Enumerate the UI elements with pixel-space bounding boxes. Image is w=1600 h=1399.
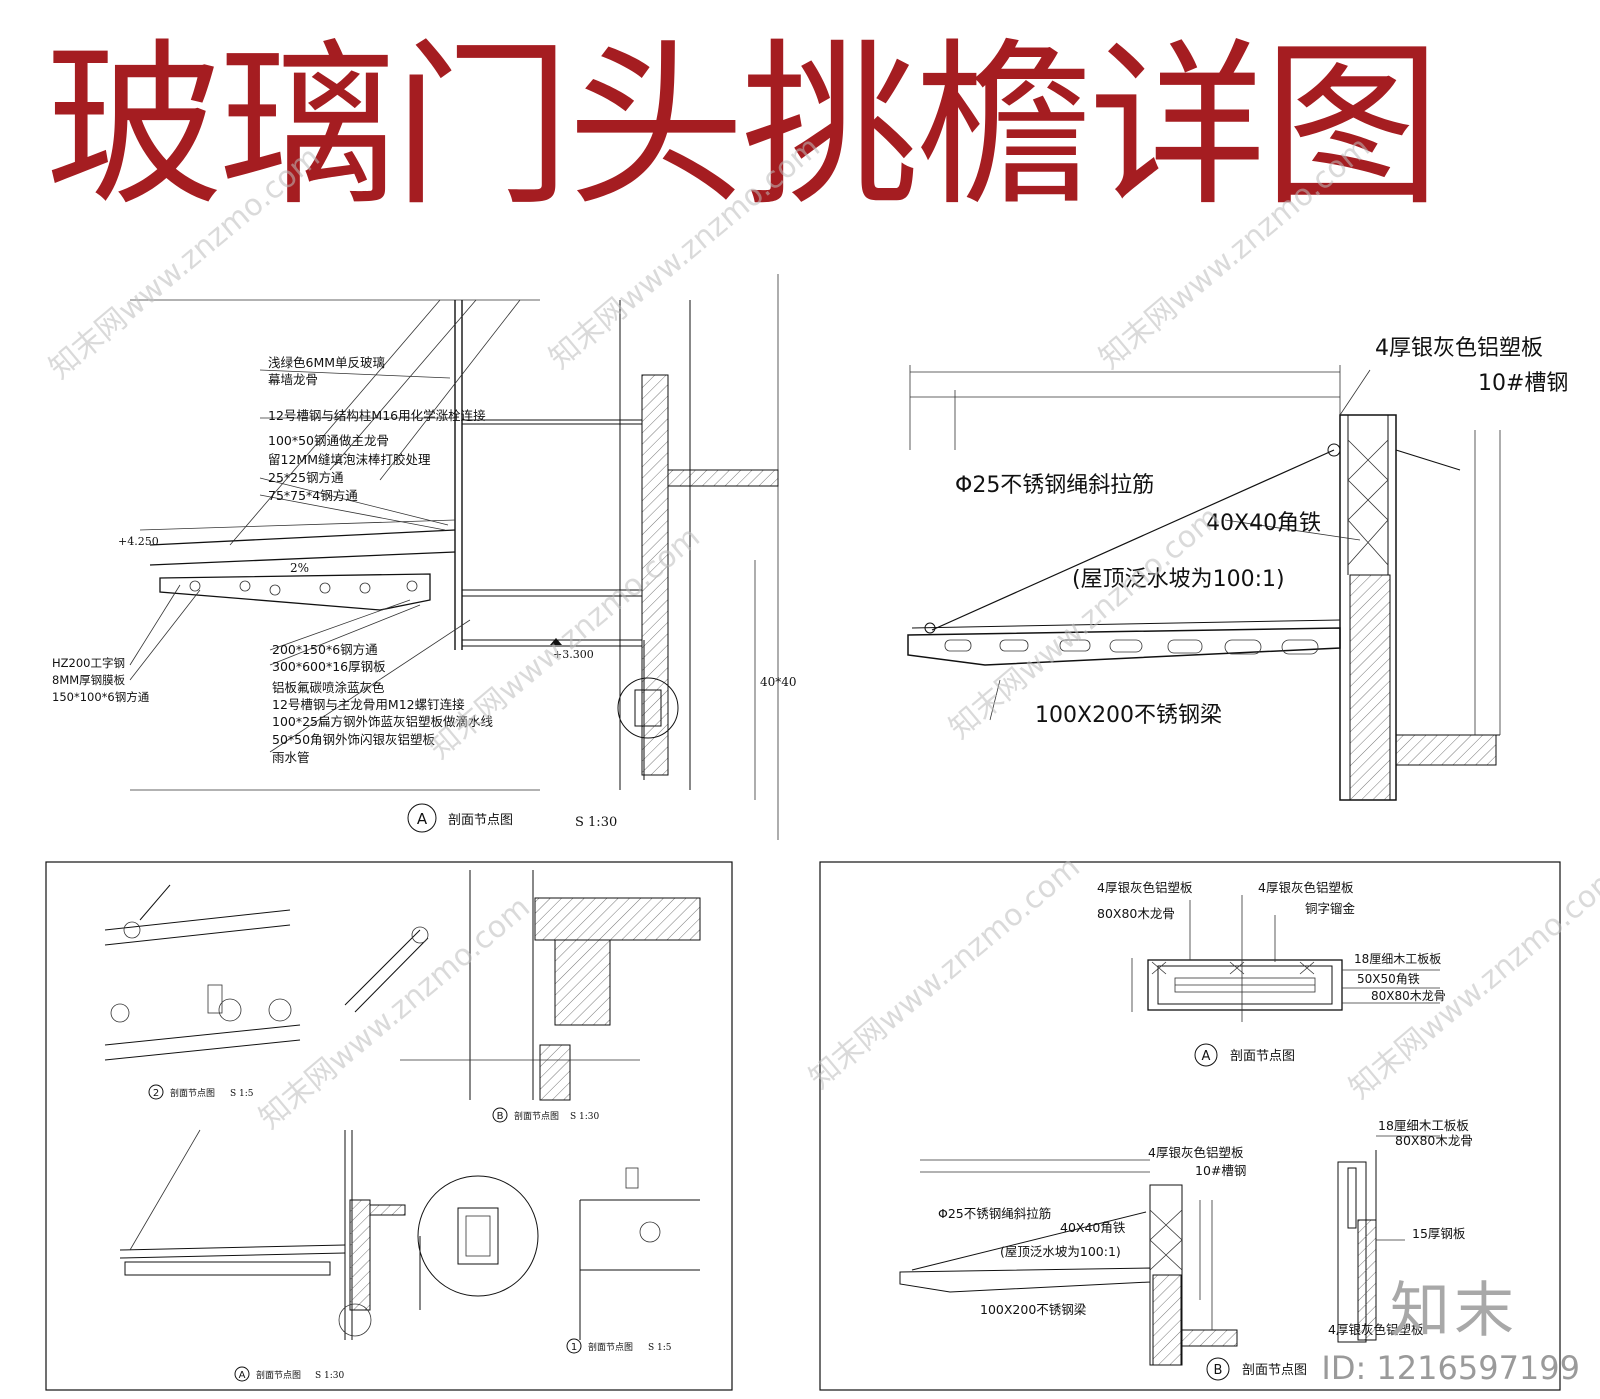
panel-d-label-c2: 80X80木龙骨 [1395,1133,1473,1148]
panel-c-caption-b: 剖面节点图 [514,1110,559,1122]
panel-b-label-slope: (屋顶泛水坡为100:1) [1072,567,1285,592]
panel-a-section: +4.250 +3.300 2% 40*40 浅绿色6MM单反玻璃 幕墙龙骨 1… [52,274,797,840]
panel-d-label-c4: 4厚银灰色铝塑板 [1328,1322,1424,1337]
label-square-tube-25: 25*25钢方通 [268,470,344,485]
panel-c-scale-2: S 1:30 [570,1112,600,1122]
label-channel-bolt: 12号槽钢与主龙骨用M12螺钉连接 [272,697,465,712]
label-mullion: 幕墙龙骨 [268,372,318,387]
label-angle-steel: 50*50角钢外饰闪银灰铝塑板 [272,732,436,747]
image-id: ID: 1216597199 [1321,1349,1580,1387]
panel-a-scale: S 1:30 [575,815,617,830]
panel-b-label-angle: 40X40角铁 [1206,511,1321,536]
panel-d-label-a5: 18厘细木工板板 [1354,952,1441,966]
panel-b-label-aluminum: 4厚银灰色铝塑板 [1375,336,1543,361]
panel-d-label-a2: 80X80木龙骨 [1097,906,1175,921]
label-flat-steel-drip: 100*25扁方钢外饰蓝灰铝塑板做滴水线 [272,714,494,729]
label-square-tube-75: 75*75*4钢方通 [268,488,358,503]
label-square-tube-150: 150*100*6钢方通 [52,690,150,704]
label-channel-anchor: 12号槽钢与结构柱M16用化学涨栓连接 [268,408,486,423]
panel-d-caption-b-letter: B [1214,1363,1223,1378]
panel-c-caption-2: 剖面节点图 [170,1087,215,1099]
panel-d-label-b2: 10#槽钢 [1195,1163,1246,1178]
panel-b-label-beam: 100X200不锈钢梁 [1035,703,1222,728]
panel-d-label-a7: 80X80木龙骨 [1371,989,1446,1003]
panel-b-label-rod: Φ25不锈钢绳斜拉筋 [955,473,1154,498]
watermark-1: 知末网www.znzmo.com [43,140,327,386]
panel-b-section: 4厚银灰色铝塑板 10#槽钢 Φ25不锈钢绳斜拉筋 40X40角铁 (屋顶泛水坡… [907,336,1568,801]
panel-c-caption-1: 剖面节点图 [588,1341,633,1353]
panel-c-scale-3: S 1:30 [315,1371,345,1381]
label-rain-pipe: 雨水管 [272,750,310,765]
side-dimension: 40*40 [760,675,797,689]
label-gap-sealant: 留12MM缝填泡沫棒打胶处理 [268,452,431,467]
panel-c-circle-a: A [239,1370,246,1381]
slope-label: 2% [290,561,309,575]
panel-b-label-channel: 10#槽钢 [1478,371,1568,396]
label-steel-plate: 300*600*16厚钢板 [272,659,386,674]
panel-a-caption: 剖面节点图 [448,813,513,828]
panel-d-caption-a: 剖面节点图 [1230,1049,1295,1064]
panel-d-label-a3: 4厚银灰色铝塑板 [1258,880,1354,895]
panel-c-circle-1: 1 [571,1342,577,1353]
panel-c-circle-2: 2 [153,1088,159,1099]
page-title: 玻璃门头挑檐详图 [45,23,1441,230]
panel-d-label-c1: 18厘细木工板板 [1378,1118,1469,1133]
label-aluminum-panel: 铝板氟碳喷涂蓝灰色 [272,680,385,695]
brand-logo: 知末 [1390,1276,1518,1346]
panel-d-label-a6: 50X50角铁 [1357,972,1420,986]
panel-d-label-b4: 40X40角铁 [1060,1220,1126,1235]
panel-d-label-a4: 铜字镏金 [1305,901,1356,916]
panel-c-caption-a: 剖面节点图 [256,1369,301,1381]
panel-a-caption-letter: A [417,810,428,828]
panel-d-caption-a-letter: A [1202,1049,1211,1064]
watermark-7: 知末网www.znzmo.com [803,850,1087,1096]
panel-a-labels: 浅绿色6MM单反玻璃 幕墙龙骨 12号槽钢与结构柱M16用化学涨栓连接 100*… [52,355,494,765]
label-main-keel: 100*50钢通做主龙骨 [268,433,389,448]
panel-c-scale-1: S 1:5 [230,1089,254,1099]
panel-d-label-b3: Φ25不锈钢绳斜拉筋 [938,1206,1051,1221]
panel-d-caption-b: 剖面节点图 [1242,1363,1307,1378]
label-square-tube-200: 200*150*6钢方通 [272,642,378,657]
panel-d-label-b6: 100X200不锈钢梁 [980,1302,1087,1317]
panel-c-sheet: 2 剖面节点图 S 1:5 B 剖面节点图 S 1:30 A 剖面节点图 S 1… [45,861,733,1391]
label-steel-membrane: 8MM厚钢膜板 [52,673,126,687]
panel-d-sheet: 4厚银灰色铝塑板 80X80木龙骨 4厚银灰色铝塑板 铜字镏金 18厘细木工板板… [819,861,1561,1391]
panel-c-scale-4: S 1:5 [648,1343,672,1353]
watermark-3: 知末网www.znzmo.com [1093,130,1377,376]
panel-d-label-b5: (屋顶泛水坡为100:1) [1000,1244,1121,1259]
panel-c-circle-b: B [497,1111,504,1122]
watermark-6: 知末网www.znzmo.com [253,890,537,1136]
elevation-bottom: +3.300 [553,648,594,661]
watermark-2: 知末网www.znzmo.com [543,130,827,376]
panel-d-label-c3: 15厚钢板 [1412,1226,1466,1241]
panel-d-label-a1: 4厚银灰色铝塑板 [1097,880,1193,895]
panel-d-label-b1: 4厚银灰色铝塑板 [1148,1145,1244,1160]
label-glass: 浅绿色6MM单反玻璃 [268,355,385,370]
elevation-top: +4.250 [118,535,159,548]
label-i-beam: HZ200工字钢 [52,656,125,670]
